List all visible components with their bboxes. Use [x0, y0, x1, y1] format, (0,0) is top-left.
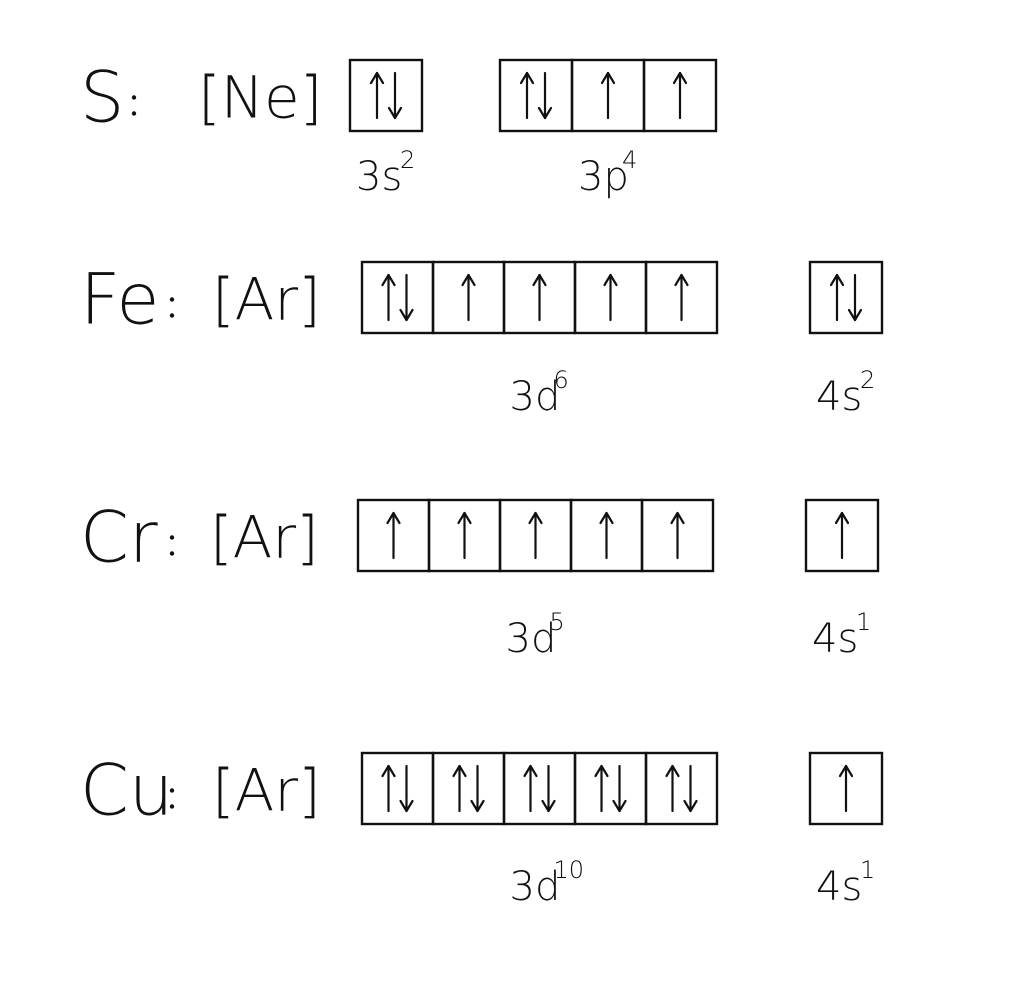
colon [169, 788, 175, 809]
element-symbol: Fe [80, 259, 160, 341]
orbital-box [644, 751, 719, 826]
orbital-box [804, 498, 880, 573]
spin-up-arrow [603, 273, 618, 322]
orbital-label: 3d [510, 864, 561, 910]
colon [169, 297, 175, 318]
orbital-box [640, 498, 715, 573]
spin-down-arrow [541, 764, 556, 813]
orbital-box [360, 260, 435, 335]
spin-down-arrow [387, 71, 403, 120]
spin-up-arrow [665, 764, 680, 813]
orbital-box [808, 751, 884, 826]
element-row-cr: Cr [Ar] 3d5 4s1 [80, 497, 880, 662]
spin-up-arrow [452, 764, 467, 813]
orbital-label: 4s [816, 864, 862, 910]
spin-down-arrow [399, 273, 414, 322]
orbital-box [808, 260, 884, 335]
spin-up-arrow [834, 511, 850, 560]
orbital-box [348, 58, 424, 133]
spin-up-arrow [381, 764, 396, 813]
element-symbol: S [80, 57, 124, 139]
orbital-group-3d: 3d5 [356, 498, 715, 662]
spin-up-arrow [674, 273, 689, 322]
spin-up-arrow [369, 71, 385, 120]
orbital-box [431, 751, 506, 826]
element-symbol: Cr [80, 497, 158, 579]
orbital-label: 3s [356, 154, 402, 200]
spin-up-arrow [532, 273, 547, 322]
orbital-group-4s: 4s2 [808, 260, 884, 420]
noble-gas-core: [Ar] [212, 757, 321, 825]
noble-gas-core: [Ar] [212, 266, 321, 334]
orbital-box [502, 751, 577, 826]
spin-down-arrow [683, 764, 698, 813]
electron-count: 10 [554, 856, 585, 884]
orbital-group-3s: 3s2 [348, 58, 424, 200]
orbital-box [360, 751, 435, 826]
spin-up-arrow [838, 764, 854, 813]
orbital-box [642, 58, 718, 133]
spin-up-arrow [672, 71, 688, 120]
orbital-box [498, 58, 574, 133]
element-row-s: S [Ne] 3s2 3p4 [80, 57, 718, 200]
spin-up-arrow [594, 764, 609, 813]
element-row-fe: Fe [Ar] 3d6 4s2 [80, 259, 884, 420]
electron-count: 4 [622, 146, 637, 174]
noble-gas-core: [Ar] [210, 504, 319, 572]
orbital-group-4s: 4s1 [808, 751, 884, 910]
orbital-group-4s: 4s1 [804, 498, 880, 662]
electron-count: 6 [554, 366, 569, 394]
spin-up-arrow [523, 764, 538, 813]
spin-down-arrow [470, 764, 485, 813]
orbital-box [644, 260, 719, 335]
electron-count: 2 [860, 366, 875, 394]
spin-up-arrow [381, 273, 396, 322]
orbital-group-3p: 3p4 [498, 58, 718, 200]
spin-up-arrow [599, 511, 614, 560]
electron-count: 1 [860, 856, 875, 884]
colon [131, 95, 137, 116]
spin-up-arrow [519, 71, 535, 120]
colon [169, 535, 175, 556]
orbital-group-3d: 3d6 [360, 260, 719, 420]
spin-down-arrow [612, 764, 627, 813]
spin-down-arrow [847, 273, 863, 322]
orbital-label: 4s [812, 616, 858, 662]
spin-up-arrow [461, 273, 476, 322]
electron-count: 5 [550, 608, 565, 636]
orbital-box [573, 751, 648, 826]
electron-count: 1 [856, 608, 871, 636]
spin-up-arrow [457, 511, 472, 560]
noble-gas-core: [Ne] [198, 64, 322, 132]
spin-up-arrow [670, 511, 685, 560]
spin-up-arrow [528, 511, 543, 560]
orbital-label: 3d [510, 374, 561, 420]
element-symbol: Cu [80, 750, 173, 832]
spin-up-arrow [386, 511, 401, 560]
orbital-label: 3p [578, 154, 629, 200]
electron-count: 2 [400, 146, 415, 174]
spin-down-arrow [399, 764, 414, 813]
spin-up-arrow [829, 273, 845, 322]
spin-up-arrow [600, 71, 616, 120]
orbital-label: 3d [506, 616, 557, 662]
orbital-label: 4s [816, 374, 862, 420]
spin-down-arrow [537, 71, 553, 120]
